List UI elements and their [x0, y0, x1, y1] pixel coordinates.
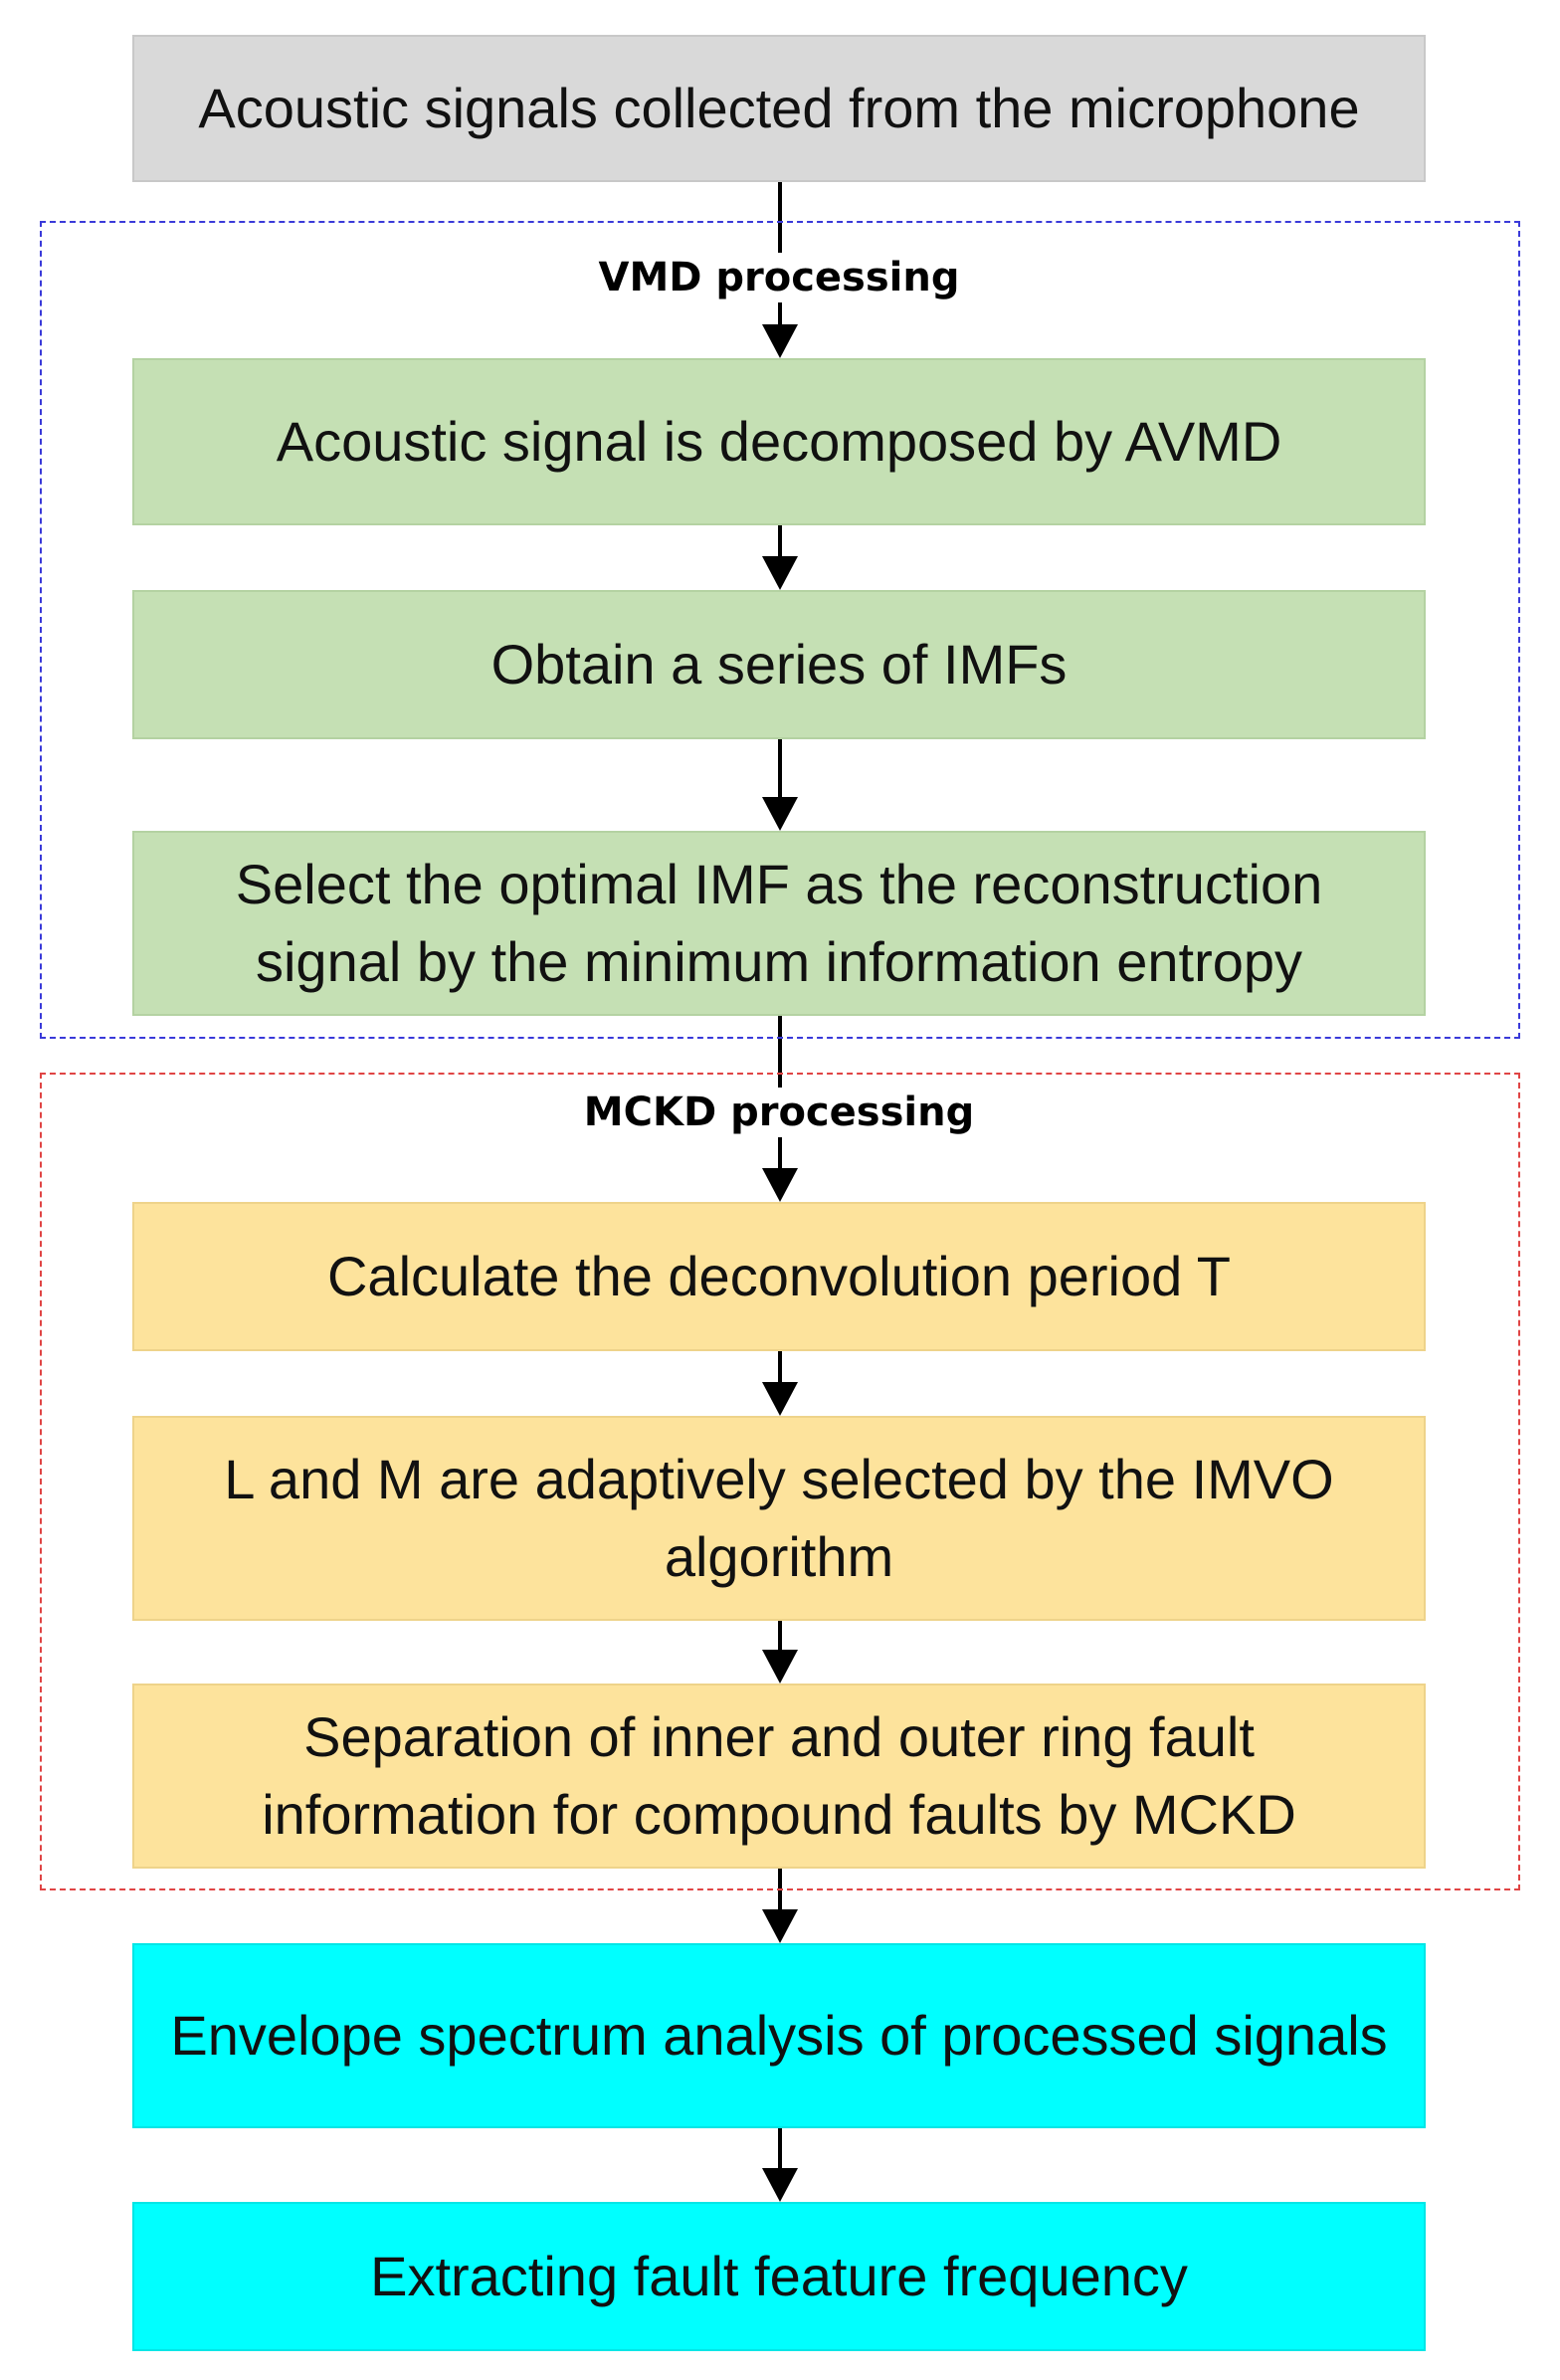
- mckd-group-label: MCKD processing: [132, 1088, 1426, 1137]
- step-text: Obtain a series of IMFs: [490, 633, 1068, 695]
- step-text: Acoustic signal is decomposed by AVMD: [276, 410, 1282, 473]
- step-text: L and M are adaptively selected by the I…: [224, 1448, 1334, 1588]
- step-text: Select the optimal IMF as the reconstruc…: [235, 853, 1323, 993]
- step-text: Calculate the deconvolution period T: [326, 1245, 1231, 1307]
- arrowhead-7: [762, 1909, 798, 1943]
- step-select-optimal-imf: Select the optimal IMF as the reconstruc…: [132, 831, 1426, 1016]
- step-collect-signals: Acoustic signals collected from the micr…: [132, 35, 1426, 182]
- step-decompose-avmd: Acoustic signal is decomposed by AVMD: [132, 358, 1426, 525]
- step-mckd-separation: Separation of inner and outer ring fault…: [132, 1684, 1426, 1869]
- arrowhead-3: [762, 797, 798, 831]
- arrowhead-6: [762, 1650, 798, 1684]
- arrowhead-8: [762, 2168, 798, 2202]
- step-text: Separation of inner and outer ring fault…: [262, 1705, 1296, 1846]
- step-imvo-selection: L and M are adaptively selected by the I…: [132, 1416, 1426, 1621]
- step-envelope-spectrum: Envelope spectrum analysis of processed …: [132, 1943, 1426, 2128]
- arrowhead-4: [762, 1168, 798, 1202]
- step-text: Acoustic signals collected from the micr…: [198, 77, 1360, 139]
- arrowhead-2: [762, 556, 798, 590]
- step-text: Extracting fault feature frequency: [370, 2245, 1188, 2307]
- mckd-group-frame: [40, 1073, 1520, 1890]
- vmd-group-label: VMD processing: [132, 253, 1426, 302]
- step-deconvolution-period: Calculate the deconvolution period T: [132, 1202, 1426, 1351]
- step-obtain-imfs: Obtain a series of IMFs: [132, 590, 1426, 739]
- arrowhead-1: [762, 324, 798, 358]
- step-text: Envelope spectrum analysis of processed …: [170, 2004, 1388, 2067]
- vmd-group-frame: [40, 221, 1520, 1039]
- arrowhead-5: [762, 1382, 798, 1416]
- step-extract-frequency: Extracting fault feature frequency: [132, 2202, 1426, 2351]
